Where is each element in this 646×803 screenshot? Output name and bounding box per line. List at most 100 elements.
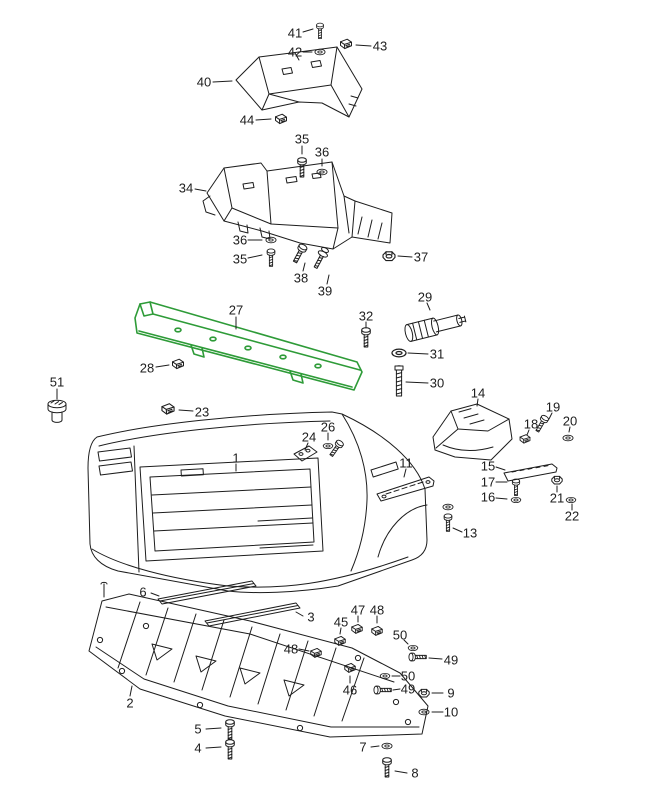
part-number-9: 9 bbox=[447, 686, 454, 701]
part-number-1: 1 bbox=[232, 451, 239, 466]
part-35-screw-a bbox=[297, 157, 307, 178]
callout-leader-15 bbox=[495, 466, 506, 471]
part-10-washer bbox=[418, 708, 430, 716]
callout-leader-3 bbox=[295, 611, 304, 617]
callout-leader-7 bbox=[370, 745, 380, 748]
part-number-11: 11 bbox=[399, 456, 413, 471]
part-number-49: 49 bbox=[444, 653, 458, 668]
part-50-washer-b bbox=[379, 672, 391, 680]
part-8-screw bbox=[382, 757, 392, 778]
part-3-trim-strip bbox=[204, 602, 301, 627]
part-number-3: 3 bbox=[307, 610, 314, 625]
part-number-37: 37 bbox=[414, 250, 428, 265]
part-number-26: 26 bbox=[321, 420, 335, 435]
part-22-washer bbox=[565, 496, 577, 504]
part-number-32: 32 bbox=[359, 309, 373, 324]
callout-leader-31 bbox=[407, 352, 429, 355]
part-number-2: 2 bbox=[126, 696, 133, 711]
part-49-screw-a bbox=[408, 652, 427, 662]
callout-leader-2 bbox=[129, 685, 133, 697]
part-number-50: 50 bbox=[401, 669, 415, 684]
part-number-23: 23 bbox=[195, 405, 209, 420]
callout-leader-44 bbox=[255, 118, 272, 121]
part-number-35: 35 bbox=[233, 252, 247, 267]
callout-leader-13 bbox=[452, 527, 463, 533]
part-49-screw-b bbox=[373, 685, 392, 695]
callout-leader-19 bbox=[548, 412, 553, 420]
part-number-4: 4 bbox=[194, 741, 201, 756]
callout-leader-45 bbox=[339, 627, 342, 635]
part-number-19: 19 bbox=[546, 400, 560, 415]
callout-leader-14 bbox=[476, 398, 479, 407]
part-36-washer-b bbox=[265, 236, 277, 244]
callout-leader-38 bbox=[302, 262, 306, 272]
part-26-washer bbox=[322, 442, 334, 450]
part-number-31: 31 bbox=[430, 347, 444, 362]
part-number-13: 13 bbox=[463, 526, 477, 541]
callout-leader-29 bbox=[426, 302, 431, 311]
part-40-upper-bracket bbox=[235, 46, 363, 118]
part-32-screw bbox=[361, 327, 371, 348]
part-17-screw bbox=[511, 478, 521, 496]
part-29-impact-absorber bbox=[404, 314, 467, 342]
part-number-20: 20 bbox=[563, 414, 577, 429]
part-21-nut bbox=[551, 475, 563, 485]
part-50-washer-a bbox=[407, 644, 419, 652]
part-41-screw bbox=[316, 22, 324, 39]
callout-leader-35 bbox=[247, 254, 263, 259]
part-number-21: 21 bbox=[550, 491, 564, 506]
part-16-washer bbox=[510, 496, 522, 504]
part-39-screw-with-washers bbox=[313, 246, 329, 269]
callout-leader-43 bbox=[355, 44, 372, 47]
callout-leader-5 bbox=[205, 727, 222, 730]
part-7-washer bbox=[381, 742, 393, 750]
part-number-39: 39 bbox=[318, 284, 332, 299]
part-45-clip bbox=[334, 635, 346, 646]
callout-leader-23 bbox=[178, 409, 194, 412]
part-number-34: 34 bbox=[179, 181, 193, 196]
part-38-screw bbox=[290, 242, 309, 265]
part-31-washer bbox=[391, 348, 407, 358]
part-number-29: 29 bbox=[418, 290, 432, 305]
part-1-front-bumper bbox=[87, 411, 428, 594]
part-number-48: 48 bbox=[370, 603, 384, 618]
part-number-22: 22 bbox=[565, 509, 579, 524]
part-number-44: 44 bbox=[240, 113, 254, 128]
part-number-36: 36 bbox=[315, 145, 329, 160]
part-number-49: 49 bbox=[401, 682, 415, 697]
part-number-48: 48 bbox=[284, 642, 298, 657]
part-4-screw bbox=[225, 739, 235, 760]
part-48-clip-a bbox=[371, 625, 383, 636]
part-number-30: 30 bbox=[430, 376, 444, 391]
callout-leader-28 bbox=[155, 364, 170, 368]
callout-leader-24 bbox=[304, 442, 309, 451]
part-46-clip bbox=[344, 662, 356, 673]
callout-leader-37 bbox=[397, 255, 413, 258]
part-number-8: 8 bbox=[411, 766, 418, 781]
part-number-51: 51 bbox=[50, 375, 64, 390]
part-number-10: 10 bbox=[444, 705, 458, 720]
callout-leader-34 bbox=[194, 188, 207, 192]
part-9-nut bbox=[418, 688, 430, 698]
part-43-clip bbox=[340, 38, 352, 50]
part-18-clip bbox=[519, 434, 531, 444]
part-number-47: 47 bbox=[351, 603, 365, 618]
callout-leader-39 bbox=[326, 274, 330, 285]
callout-leader-6 bbox=[150, 592, 160, 597]
part-42-washer bbox=[314, 48, 326, 56]
part-20-washer bbox=[562, 434, 574, 442]
part-number-40: 40 bbox=[197, 75, 211, 90]
part-number-17: 17 bbox=[481, 475, 495, 490]
part-14-air-duct bbox=[432, 403, 513, 461]
part-number-43: 43 bbox=[373, 39, 387, 54]
callout-leader-49 bbox=[392, 688, 401, 691]
part-11-support-bracket bbox=[376, 476, 435, 502]
callout-leader-49 bbox=[428, 657, 443, 660]
callout-leader-11 bbox=[403, 468, 407, 478]
part-number-24: 24 bbox=[302, 430, 316, 445]
callout-leader-40 bbox=[212, 80, 233, 83]
part-35-screw-b bbox=[266, 248, 276, 267]
part-number-5: 5 bbox=[194, 722, 201, 737]
